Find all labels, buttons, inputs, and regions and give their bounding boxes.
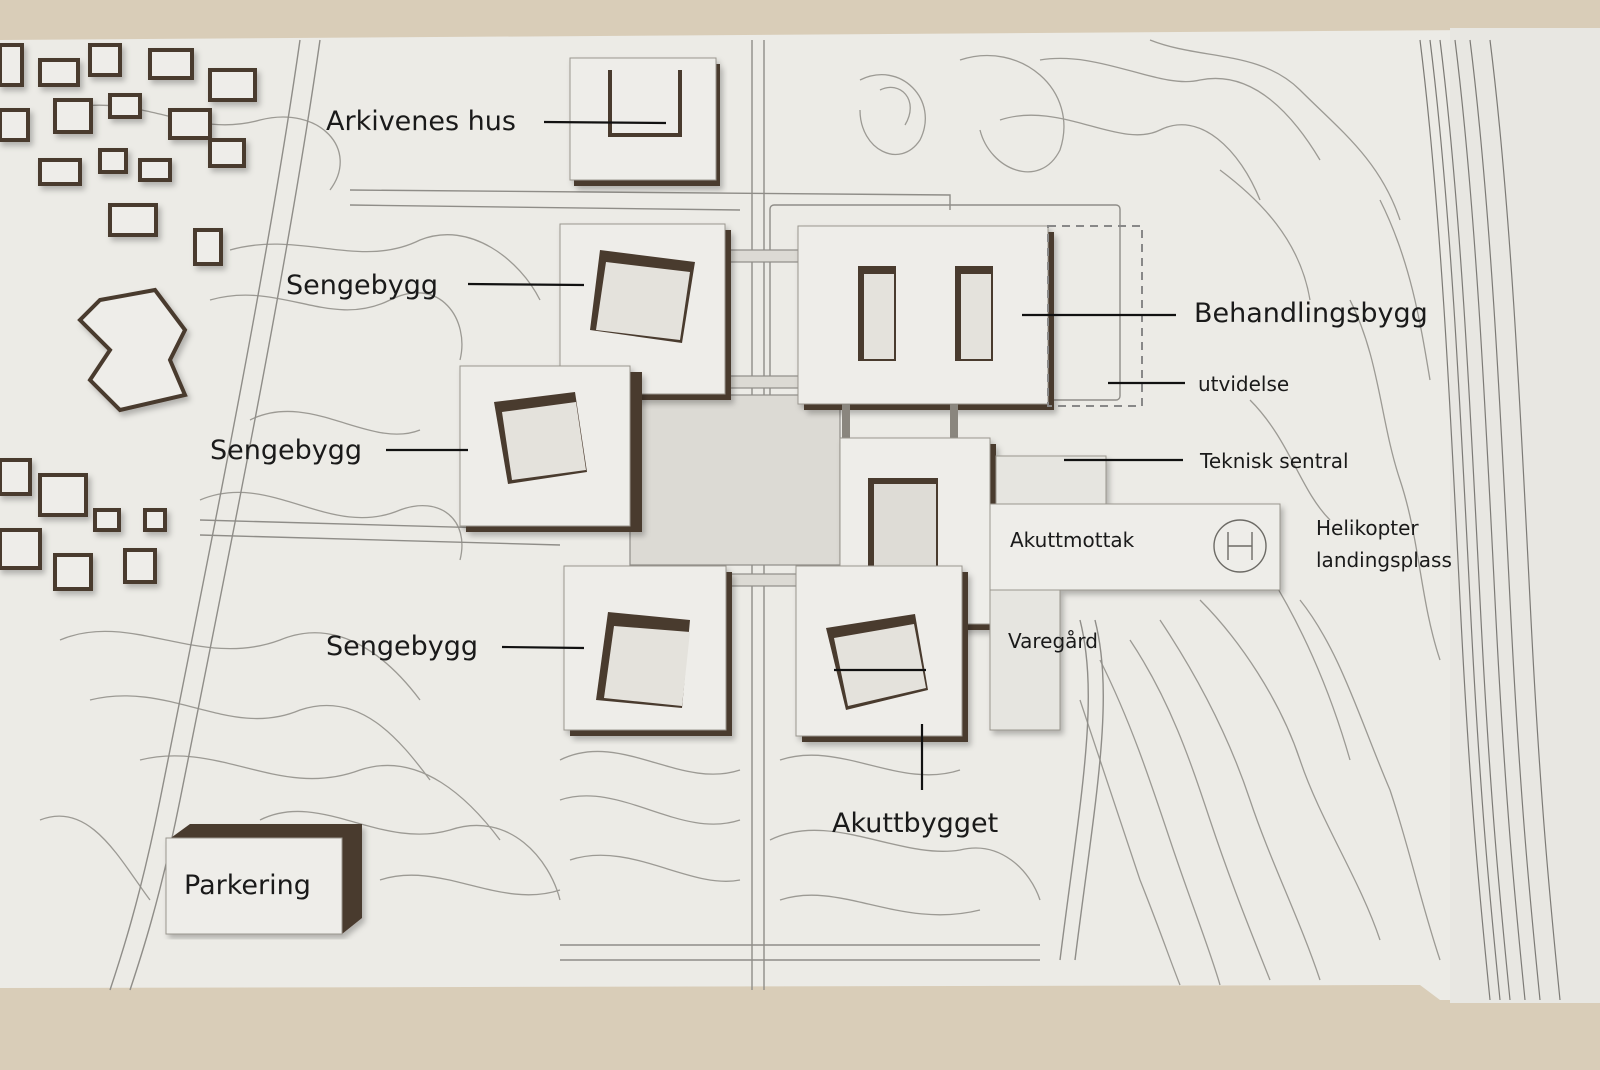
model-right-roll: [1450, 28, 1600, 1003]
roads: [109, 39, 1121, 991]
building-behandlingsbygg: [797, 225, 1054, 410]
label-utvidelse: utvidelse: [1198, 372, 1290, 396]
label-sengebygg-3: Sengebygg: [326, 631, 479, 662]
label-helikopter: Helikopter: [1316, 516, 1419, 540]
label-sengebygg-2: Sengebygg: [210, 435, 363, 466]
label-teknisk-sentral: Teknisk sentral: [1200, 449, 1349, 473]
pillars: [842, 404, 958, 438]
building-sengebygg-2: [459, 365, 642, 532]
link-bridges: [629, 249, 841, 587]
building-sengebygg-3: [563, 565, 732, 736]
label-landingsplass: landingsplass: [1316, 548, 1452, 572]
building-arkivenes-hus: [569, 57, 720, 186]
label-akuttbygget: Akuttbygget: [832, 808, 999, 839]
label-parkering: Parkering: [184, 870, 311, 901]
heliport-marking: [1213, 519, 1267, 573]
building-parkering: [165, 824, 362, 935]
slope-contours: [1419, 39, 1561, 1001]
building-akuttbygget: [795, 565, 968, 742]
label-akuttmottak: Akuttmottak: [1010, 528, 1135, 552]
label-sengebygg-1: Sengebygg: [286, 270, 439, 301]
leader-lines: [386, 120, 1185, 790]
terrain-contours: [39, 39, 1441, 986]
label-arkivenes-hus: Arkivenes hus: [326, 106, 516, 137]
label-varegard: Varegård: [1008, 629, 1098, 653]
label-behandlingsbygg: Behandlingsbygg: [1194, 298, 1428, 329]
residential-houses: [0, 43, 257, 591]
